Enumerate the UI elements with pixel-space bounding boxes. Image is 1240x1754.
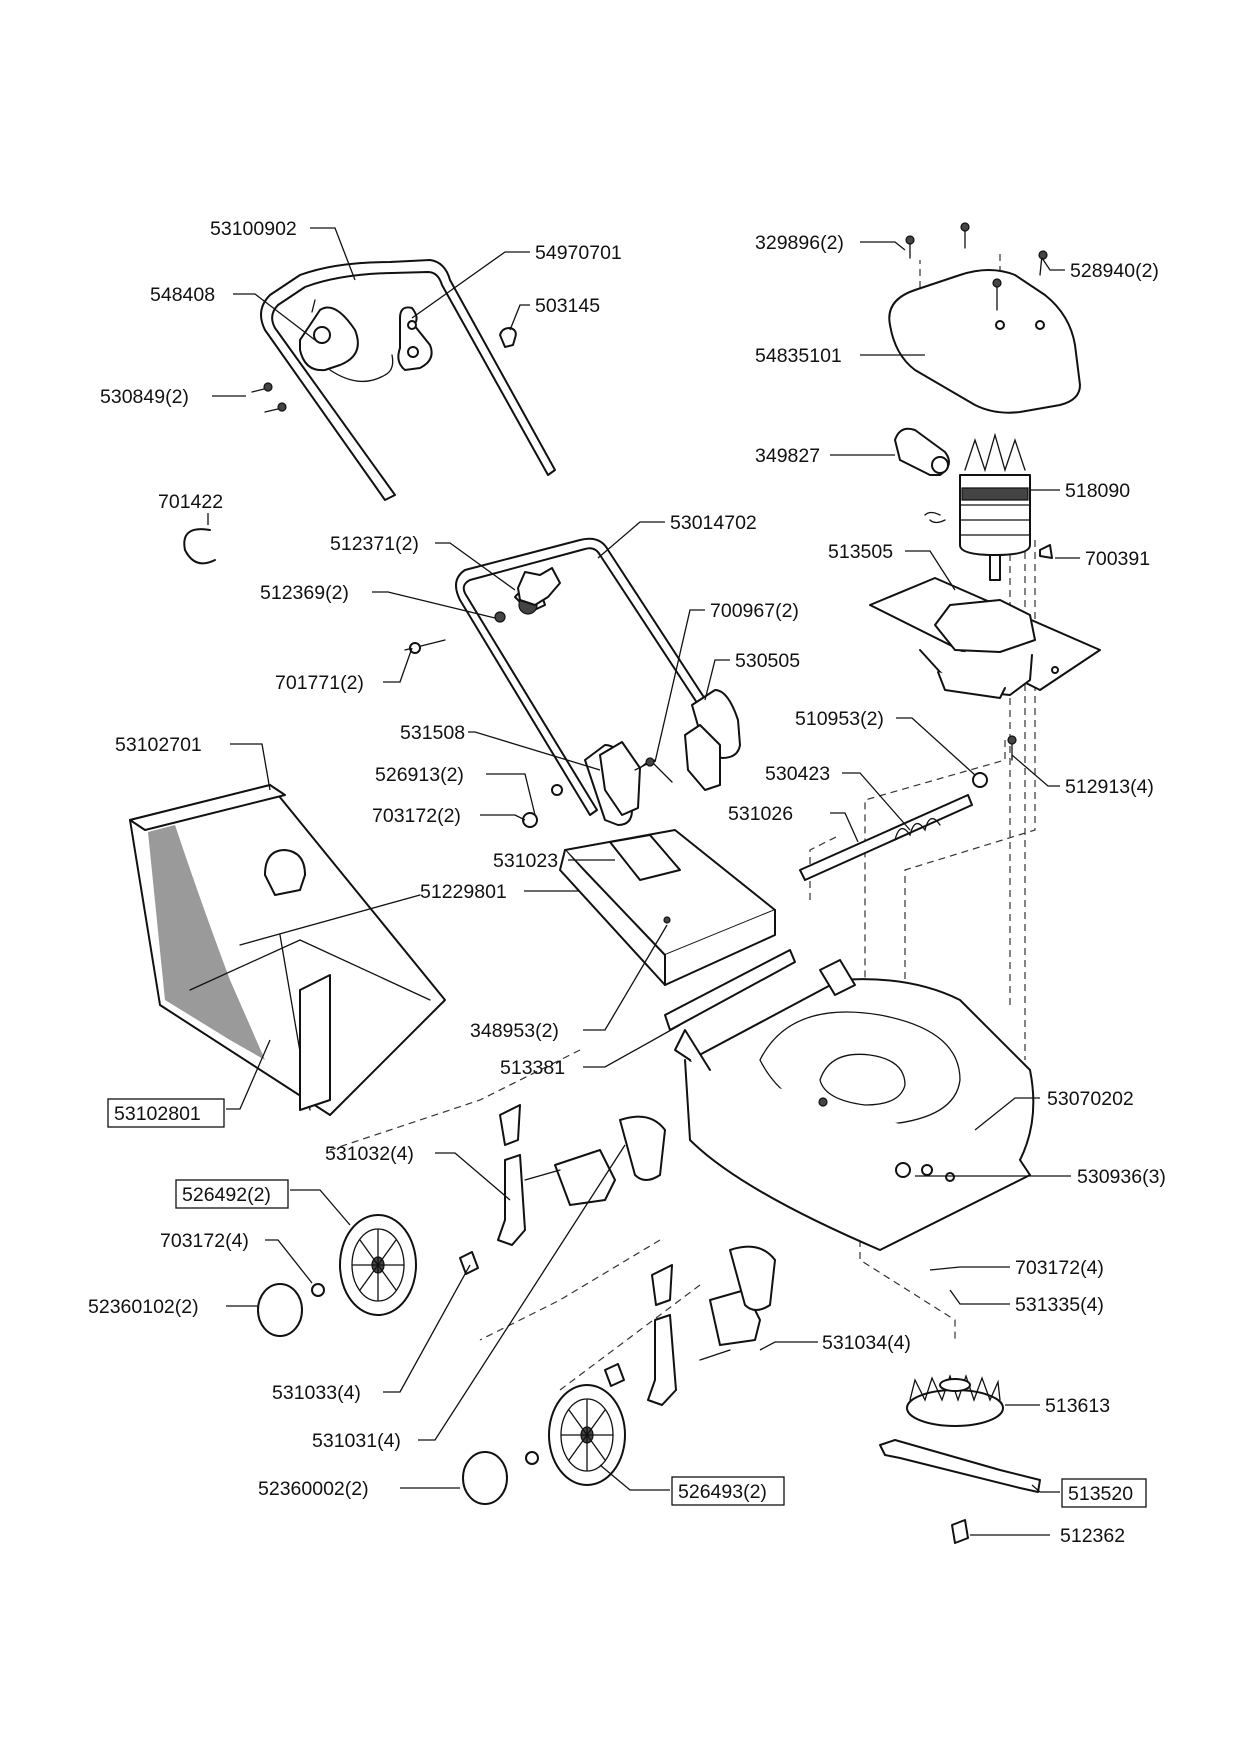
callout-53102801: 53102801: [114, 1103, 201, 1125]
callout-329896: 329896(2): [755, 232, 844, 254]
callout-54835101: 54835101: [755, 345, 842, 367]
cover-screws: [905, 222, 1048, 311]
callout-512369: 512369(2): [260, 582, 349, 604]
callout-513613: 513613: [1045, 1395, 1110, 1417]
mower-deck: [674, 959, 1035, 1251]
callout-531034: 531034(4): [822, 1332, 911, 1354]
callout-531335: 531335(4): [1015, 1294, 1104, 1316]
callout-526493: 526493(2): [678, 1481, 767, 1503]
bracket-530505: [684, 724, 721, 791]
callout-512362: 512362: [1060, 1525, 1125, 1547]
callout-526913: 526913(2): [375, 764, 464, 786]
star-knob: [517, 567, 561, 606]
fan-513613: [906, 1373, 1004, 1427]
callout-531032: 531032(4): [325, 1143, 414, 1165]
callout-513381: 513381: [500, 1057, 565, 1079]
hubcap-52360002: [462, 1451, 508, 1505]
callout-548408: 548408: [150, 284, 215, 306]
callout-513520: 513520: [1068, 1483, 1133, 1505]
callout-labels: 53100902 548408 54970701 503145 530849(2…: [88, 218, 1166, 1547]
callout-530936: 530936(3): [1077, 1166, 1166, 1188]
grass-bag: [129, 784, 446, 1116]
callout-box-53102801: [107, 1098, 225, 1128]
rear-wheel: [548, 1384, 626, 1486]
upper-handle: [260, 259, 556, 501]
callout-503145: 503145: [535, 295, 600, 317]
callout-512371: 512371(2): [330, 533, 419, 555]
motor-cover: [888, 269, 1081, 414]
callout-53070202: 53070202: [1047, 1088, 1134, 1110]
callout-701771: 701771(2): [275, 672, 364, 694]
callout-700967: 700967(2): [710, 600, 799, 622]
callout-52360002: 52360002(2): [258, 1478, 369, 1500]
motor-plate: [869, 577, 1101, 699]
callout-530849: 530849(2): [100, 386, 189, 408]
callout-513505: 513505: [828, 541, 893, 563]
blade-bolt: [951, 1519, 969, 1544]
callout-51229801: 51229801: [420, 881, 507, 903]
callout-531031: 531031(4): [312, 1430, 401, 1452]
front-wheel: [339, 1214, 417, 1316]
callout-510953: 510953(2): [795, 708, 884, 730]
screws-530849: [251, 382, 287, 413]
bolt-530936: [895, 1162, 911, 1178]
callout-701422: 701422: [158, 491, 223, 513]
clip-701422: [183, 528, 216, 565]
callout-531033: 531033(4): [272, 1382, 361, 1404]
key-700391: [1039, 544, 1053, 559]
callout-52360102: 52360102(2): [88, 1296, 199, 1318]
callout-530423: 530423: [765, 763, 830, 785]
callout-54970701: 54970701: [535, 242, 622, 264]
hubcap-52360102: [257, 1283, 303, 1337]
callout-530505: 530505: [735, 650, 800, 672]
callout-349827: 349827: [755, 445, 820, 467]
blade-513520: [879, 1439, 1041, 1493]
callout-528940: 528940(2): [1070, 260, 1159, 282]
axle-rod: [799, 794, 973, 881]
callout-348953: 348953(2): [470, 1020, 559, 1042]
callout-531026: 531026: [728, 803, 793, 825]
rear-flap: [559, 829, 776, 986]
callout-53102701: 53102701: [115, 734, 202, 756]
callout-703172-a: 703172(2): [372, 805, 461, 827]
callout-box-513520: [1061, 1478, 1147, 1508]
callout-box-526493: [671, 1476, 785, 1506]
callout-518090: 518090: [1065, 480, 1130, 502]
strip-513381: [664, 949, 796, 1031]
callout-53100902: 53100902: [210, 218, 297, 240]
callout-531508: 531508: [400, 722, 465, 744]
motor: [924, 432, 1031, 581]
callout-531023: 531023: [493, 850, 558, 872]
callout-700391: 700391: [1085, 548, 1150, 570]
callout-box-526492: [175, 1179, 289, 1209]
leader-lines: [207, 227, 1080, 1536]
callout-512913: 512913(4): [1065, 776, 1154, 798]
callout-526492: 526492(2): [182, 1184, 271, 1206]
callout-703172-c: 703172(4): [160, 1230, 249, 1252]
callout-703172-b: 703172(4): [1015, 1257, 1104, 1279]
callout-53014702: 53014702: [670, 512, 757, 534]
height-levers: [497, 1104, 776, 1406]
